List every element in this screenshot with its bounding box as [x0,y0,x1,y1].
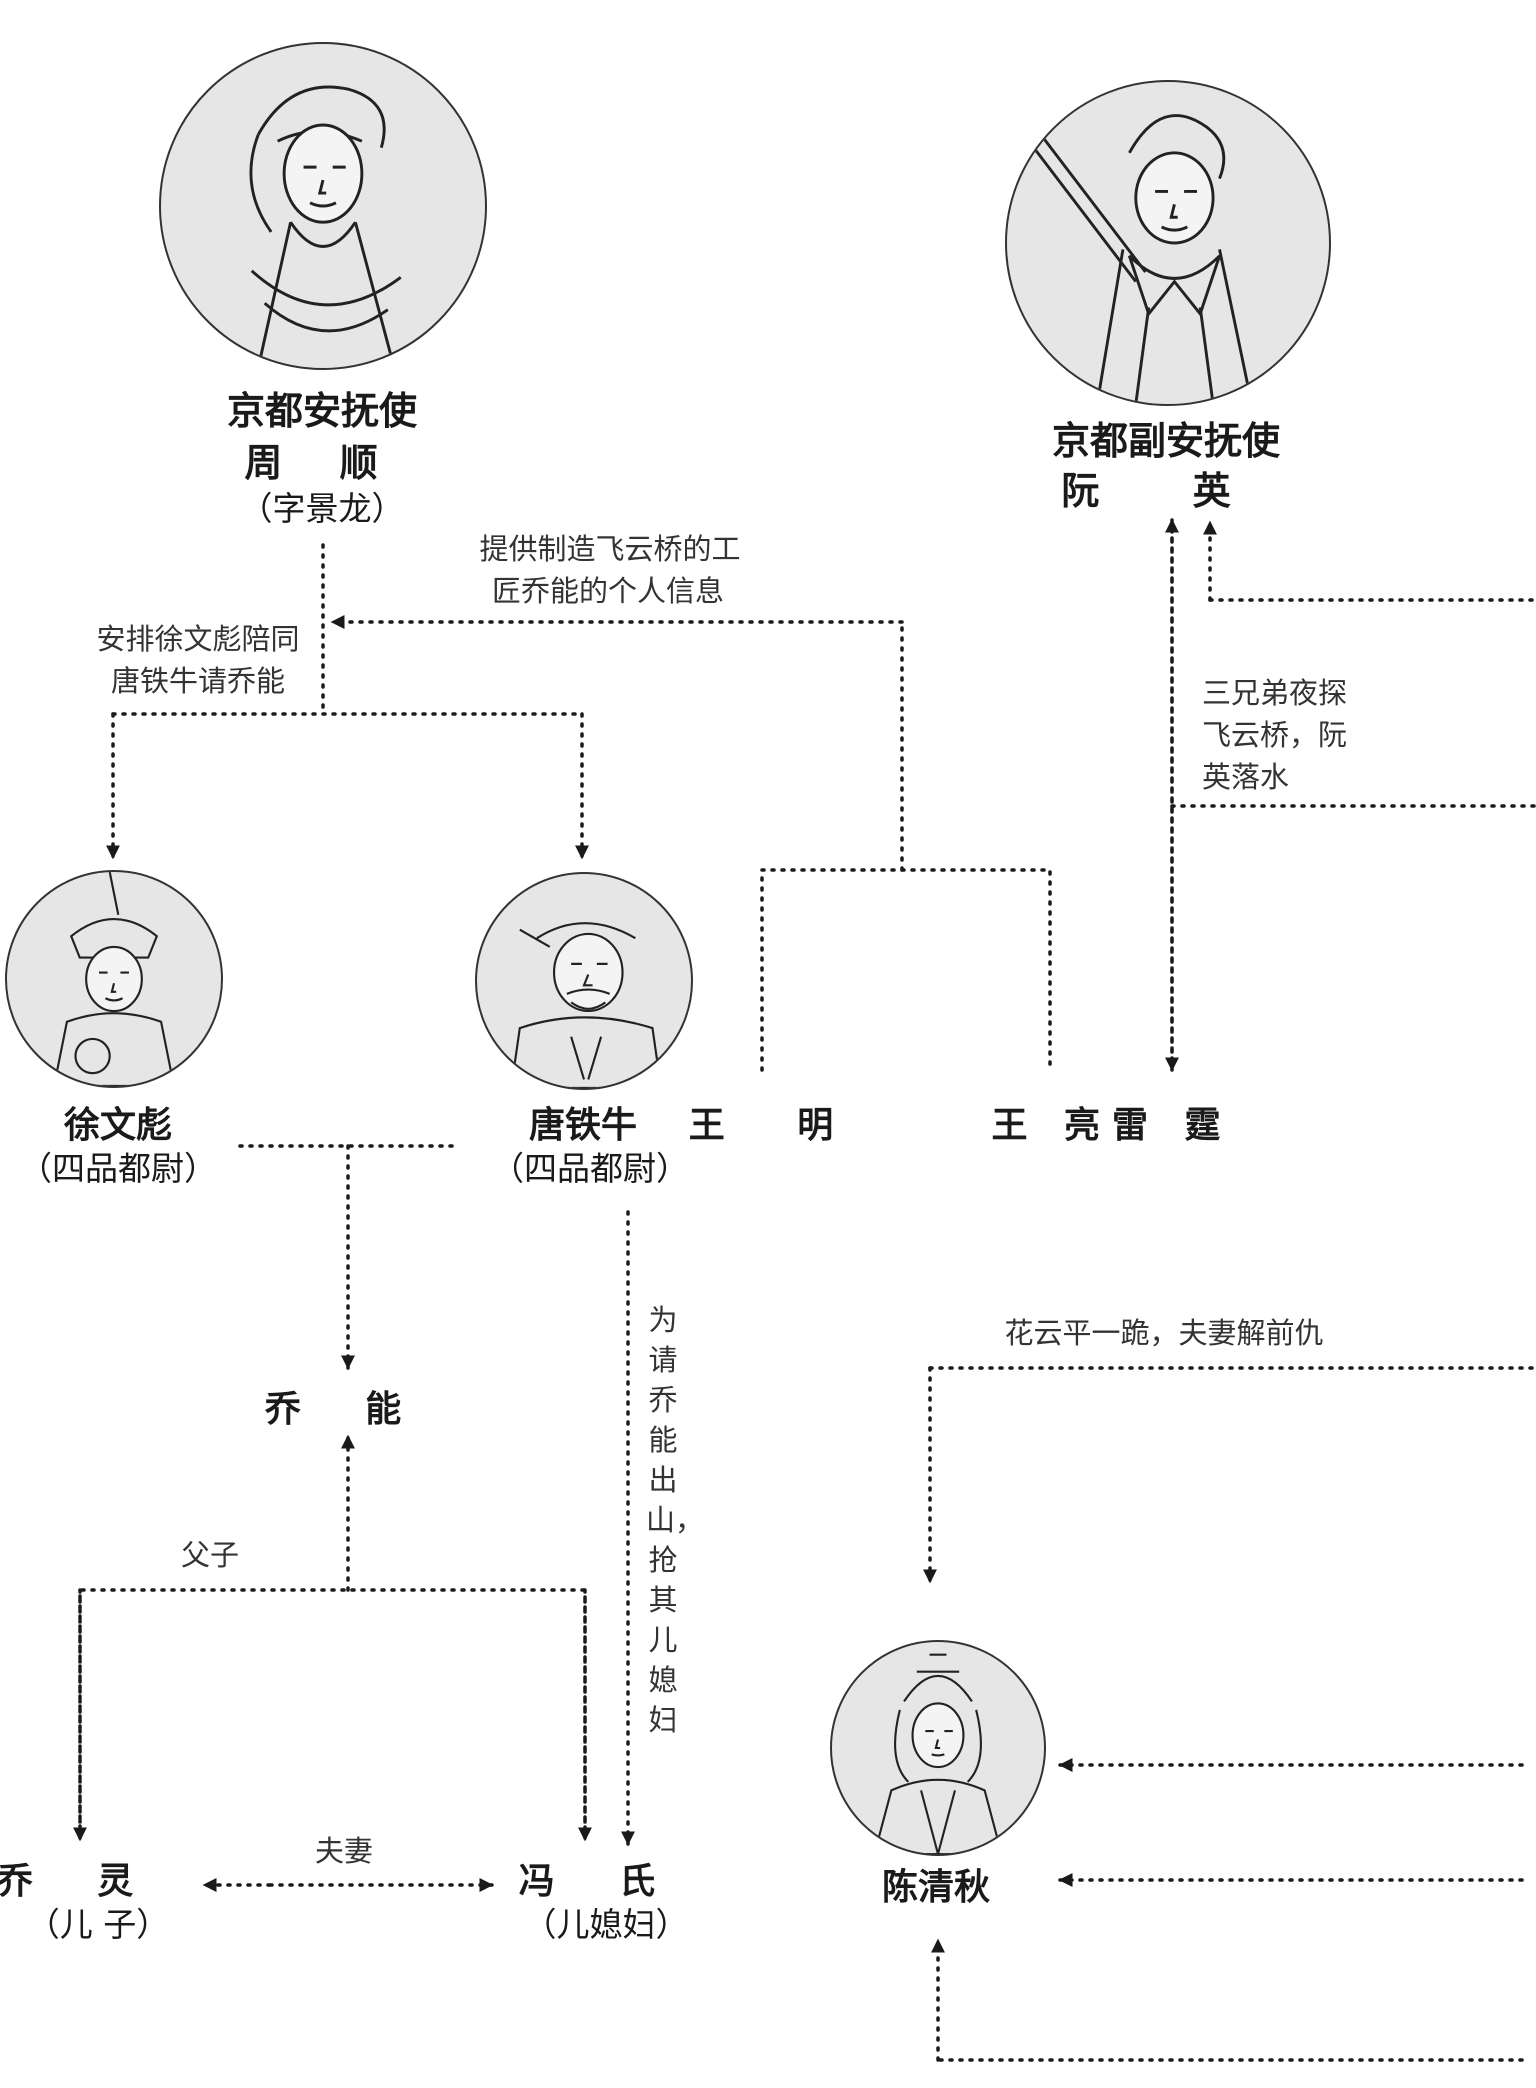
qiao-ling-name: 乔 灵 [0,1861,160,1902]
portrait-zhou-shun [159,42,487,370]
note-night-probe-line2: 飞云桥，阮 [1202,718,1348,752]
ruan-ying-name: 阮 英 [1061,469,1271,513]
zhou-shun-name: 周 顺 [244,441,400,485]
xu-wenbiao-name: 徐文彪 [63,1105,173,1146]
feng-shi-role: （儿媳妇） [523,1905,689,1944]
lady-portrait-icon [873,1653,1003,1854]
warrior-portrait-icon [510,922,663,1088]
portrait-tang-tieniu [475,872,693,1090]
portrait-ruan-ying [1005,80,1331,406]
family-bracket-line [78,1588,587,1840]
chen-qingqiu-name: 陈清秋 [881,1867,991,1908]
wang-lianglei-name: 王 亮雷 霆 [991,1105,1233,1146]
tang-tieniu-rank: （四品都尉） [491,1149,689,1188]
brothers-bracket-line [760,868,1052,1072]
zhou-shun-alias: （字景龙） [239,489,405,528]
general-portrait-icon [52,872,176,1086]
zhou-shun-title: 京都安抚使 [226,389,418,433]
portrait-chen-qingqiu [830,1640,1046,1856]
tang-tieniu-name: 唐铁牛 [528,1105,638,1146]
qiao-neng-name: 乔 能 [264,1389,428,1430]
xu-wenbiao-rank: （四品都尉） [19,1149,217,1188]
wang-ming-name: 王 明 [688,1105,864,1146]
note-provide-info-line2: 匠乔能的个人信息 [491,574,725,608]
note-night-probe-line3: 英落水 [1202,760,1290,794]
feng-shi-name: 冯 氏 [518,1861,682,1902]
note-arrange-line2: 唐铁牛请乔能 [110,664,286,698]
portrait-xu-wenbiao [5,870,223,1088]
note-arrange-line1: 安排徐文彪陪同 [96,622,300,656]
note-kneel: 花云平一跪，夫妻解前仇 [1004,1316,1324,1350]
qiao-ling-role: （儿 子） [26,1905,170,1944]
ruan-ying-title: 京都副安抚使 [1051,419,1281,463]
note-provide-info-line1: 提供制造飞云桥的工 [479,532,741,566]
scholar-portrait-icon [249,85,402,368]
note-seize: 为请乔能出山，抢其儿媳妇 [646,1303,705,1737]
swordsman-portrait-icon [1031,114,1254,404]
note-father-son: 父子 [180,1538,240,1572]
note-couple: 夫妻 [314,1834,374,1868]
note-night-probe-line1: 三兄弟夜探 [1202,676,1348,710]
